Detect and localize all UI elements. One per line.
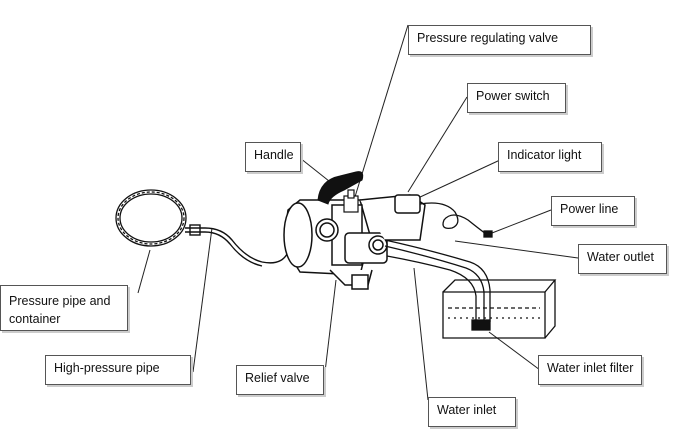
label-power-switch: Power switch [467, 83, 566, 113]
water-hoses [384, 239, 491, 322]
pressure-container-coil [115, 189, 187, 247]
label-power-line: Power line [551, 196, 635, 226]
power-cable [419, 202, 493, 238]
label-water-outlet: Water outlet [578, 244, 667, 274]
label-relief-valve: Relief valve [236, 365, 324, 395]
high-pressure-pipe-line [185, 224, 291, 267]
label-pressure-pipe-line1: Pressure pipe and [9, 294, 111, 308]
leader-pressure-pipe [137, 249, 151, 294]
leader-relief-valve [324, 279, 337, 373]
regulating-valve-shape [343, 189, 359, 213]
leader-water-outlet [454, 240, 579, 259]
leader-high-pressure-pipe [192, 227, 213, 373]
leader-power-switch [407, 96, 468, 193]
pump-body [283, 194, 426, 290]
label-handle: Handle [245, 142, 301, 172]
handle-shape [317, 171, 364, 205]
label-indicator-light: Indicator light [498, 142, 602, 172]
label-pressure-regulating-valve: Pressure regulating valve [408, 25, 591, 55]
water-tank [442, 279, 557, 339]
leader-water-inlet [413, 267, 429, 401]
leader-power-line [491, 209, 552, 234]
label-water-inlet-filter: Water inlet filter [538, 355, 642, 385]
label-pressure-pipe-and-container: Pressure pipe and container [0, 285, 128, 331]
label-pressure-pipe-line2: container [9, 312, 61, 326]
label-high-pressure-pipe: High-pressure pipe [45, 355, 191, 385]
label-water-inlet: Water inlet [428, 397, 516, 427]
leader-indicator-light [417, 159, 501, 199]
leader-pressure-regulating-valve [353, 24, 409, 201]
